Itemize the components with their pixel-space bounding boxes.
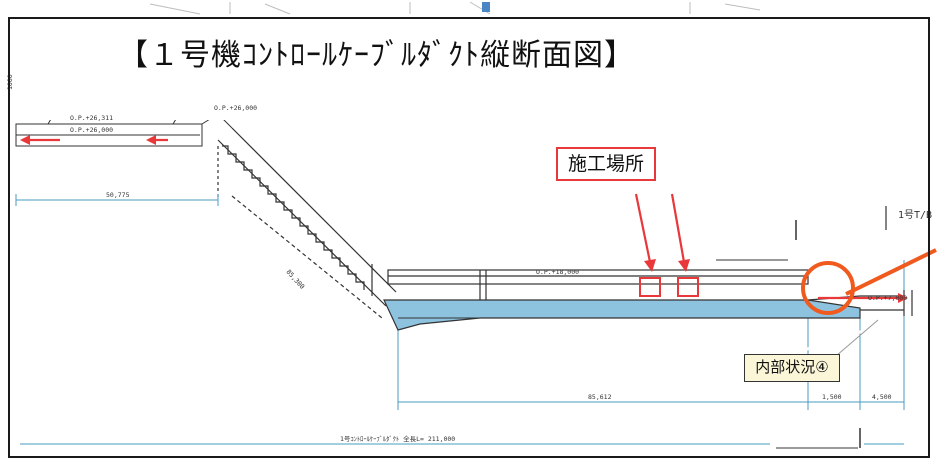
mid-span: 85,612: [588, 393, 612, 401]
left-level-top: O.P.+26,311: [70, 114, 113, 122]
right-span-b: 4,500: [872, 393, 892, 401]
page-title: 【１号機ｺﾝﾄﾛｰﾙｹｰﾌﾞﾙﾀﾞｸﾄ縦断面図】: [118, 38, 635, 73]
side-dimension: 1000: [6, 74, 14, 90]
top-scan-remnants: [149, 1, 761, 15]
left-flow-arrows: [20, 135, 168, 145]
left-level-mid: O.P.+26,000: [70, 126, 113, 134]
redaction-patch-1: [700, 212, 800, 264]
right-level: O.P.+7,000: [868, 294, 907, 302]
upper-walkway: [371, 264, 809, 300]
construction-site-label: 施工場所: [556, 147, 656, 181]
inspection-circle: [801, 261, 855, 315]
state-leader-edge: [835, 319, 879, 357]
dimension-lines: [15, 194, 905, 445]
site-marker-1: [639, 277, 661, 297]
site-pointer-arrows: [634, 193, 690, 272]
diagram-frame: [8, 17, 930, 458]
inspection-leader: [845, 248, 937, 296]
drawing-annotations: O.P.+26,311 O.P.+26,000 O.P.+26,000 50,7…: [6, 74, 932, 443]
state-leader: [791, 328, 867, 356]
building-label: 1号T/B: [898, 209, 932, 221]
right-flow-arrow: [818, 293, 908, 303]
duct-level: O.P.+18,000: [536, 268, 579, 276]
redaction-patch-3: [12, 76, 322, 120]
sloped-duct: [217, 127, 397, 319]
internal-state-label: 内部状況④: [744, 354, 840, 382]
bottom-note: 1号ｺﾝﾄﾛｰﾙｹｰﾌﾞﾙﾀﾞｸﾄ 全長L= 211,000: [340, 434, 455, 443]
left-span: 50,775: [106, 191, 130, 199]
right-span-a: 1,500: [822, 393, 842, 401]
upper-level: O.P.+26,000: [214, 104, 257, 112]
site-marker-2: [677, 277, 699, 297]
